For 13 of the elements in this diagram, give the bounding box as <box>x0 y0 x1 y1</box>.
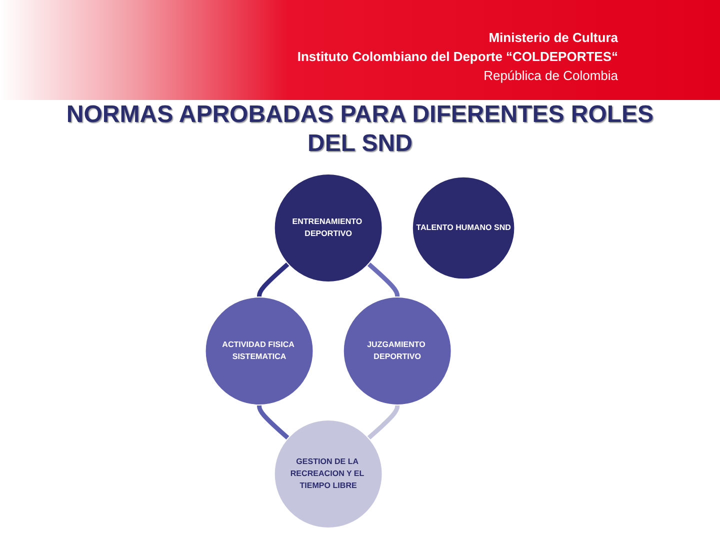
header-text: Instituto Colombiano del Deporte “COLDEPORTES“ <box>297 49 618 64</box>
node-circle: JUZGAMIENTO DEPORTIVO <box>342 296 452 406</box>
header-text: Ministerio de Cultura <box>488 30 618 45</box>
connector <box>257 404 290 440</box>
node-circle: ENTRENAMIENTO DEPORTIVO <box>274 174 383 282</box>
node-circle: TALENTO HUMANO SND <box>412 176 516 280</box>
connector <box>367 404 400 440</box>
connector <box>257 262 290 298</box>
title: NORMAS APROBADAS PARA DIFERENTES ROLES DEL SND <box>65 100 655 158</box>
header-text: República de Colombia <box>484 68 618 83</box>
node-circle: ACTIVIDAD FISICA SISTEMATICA <box>204 296 314 406</box>
node-circle: GESTION DE LA RECREACION Y EL TIEMPO LIBRE <box>274 420 383 528</box>
connector <box>367 262 400 298</box>
